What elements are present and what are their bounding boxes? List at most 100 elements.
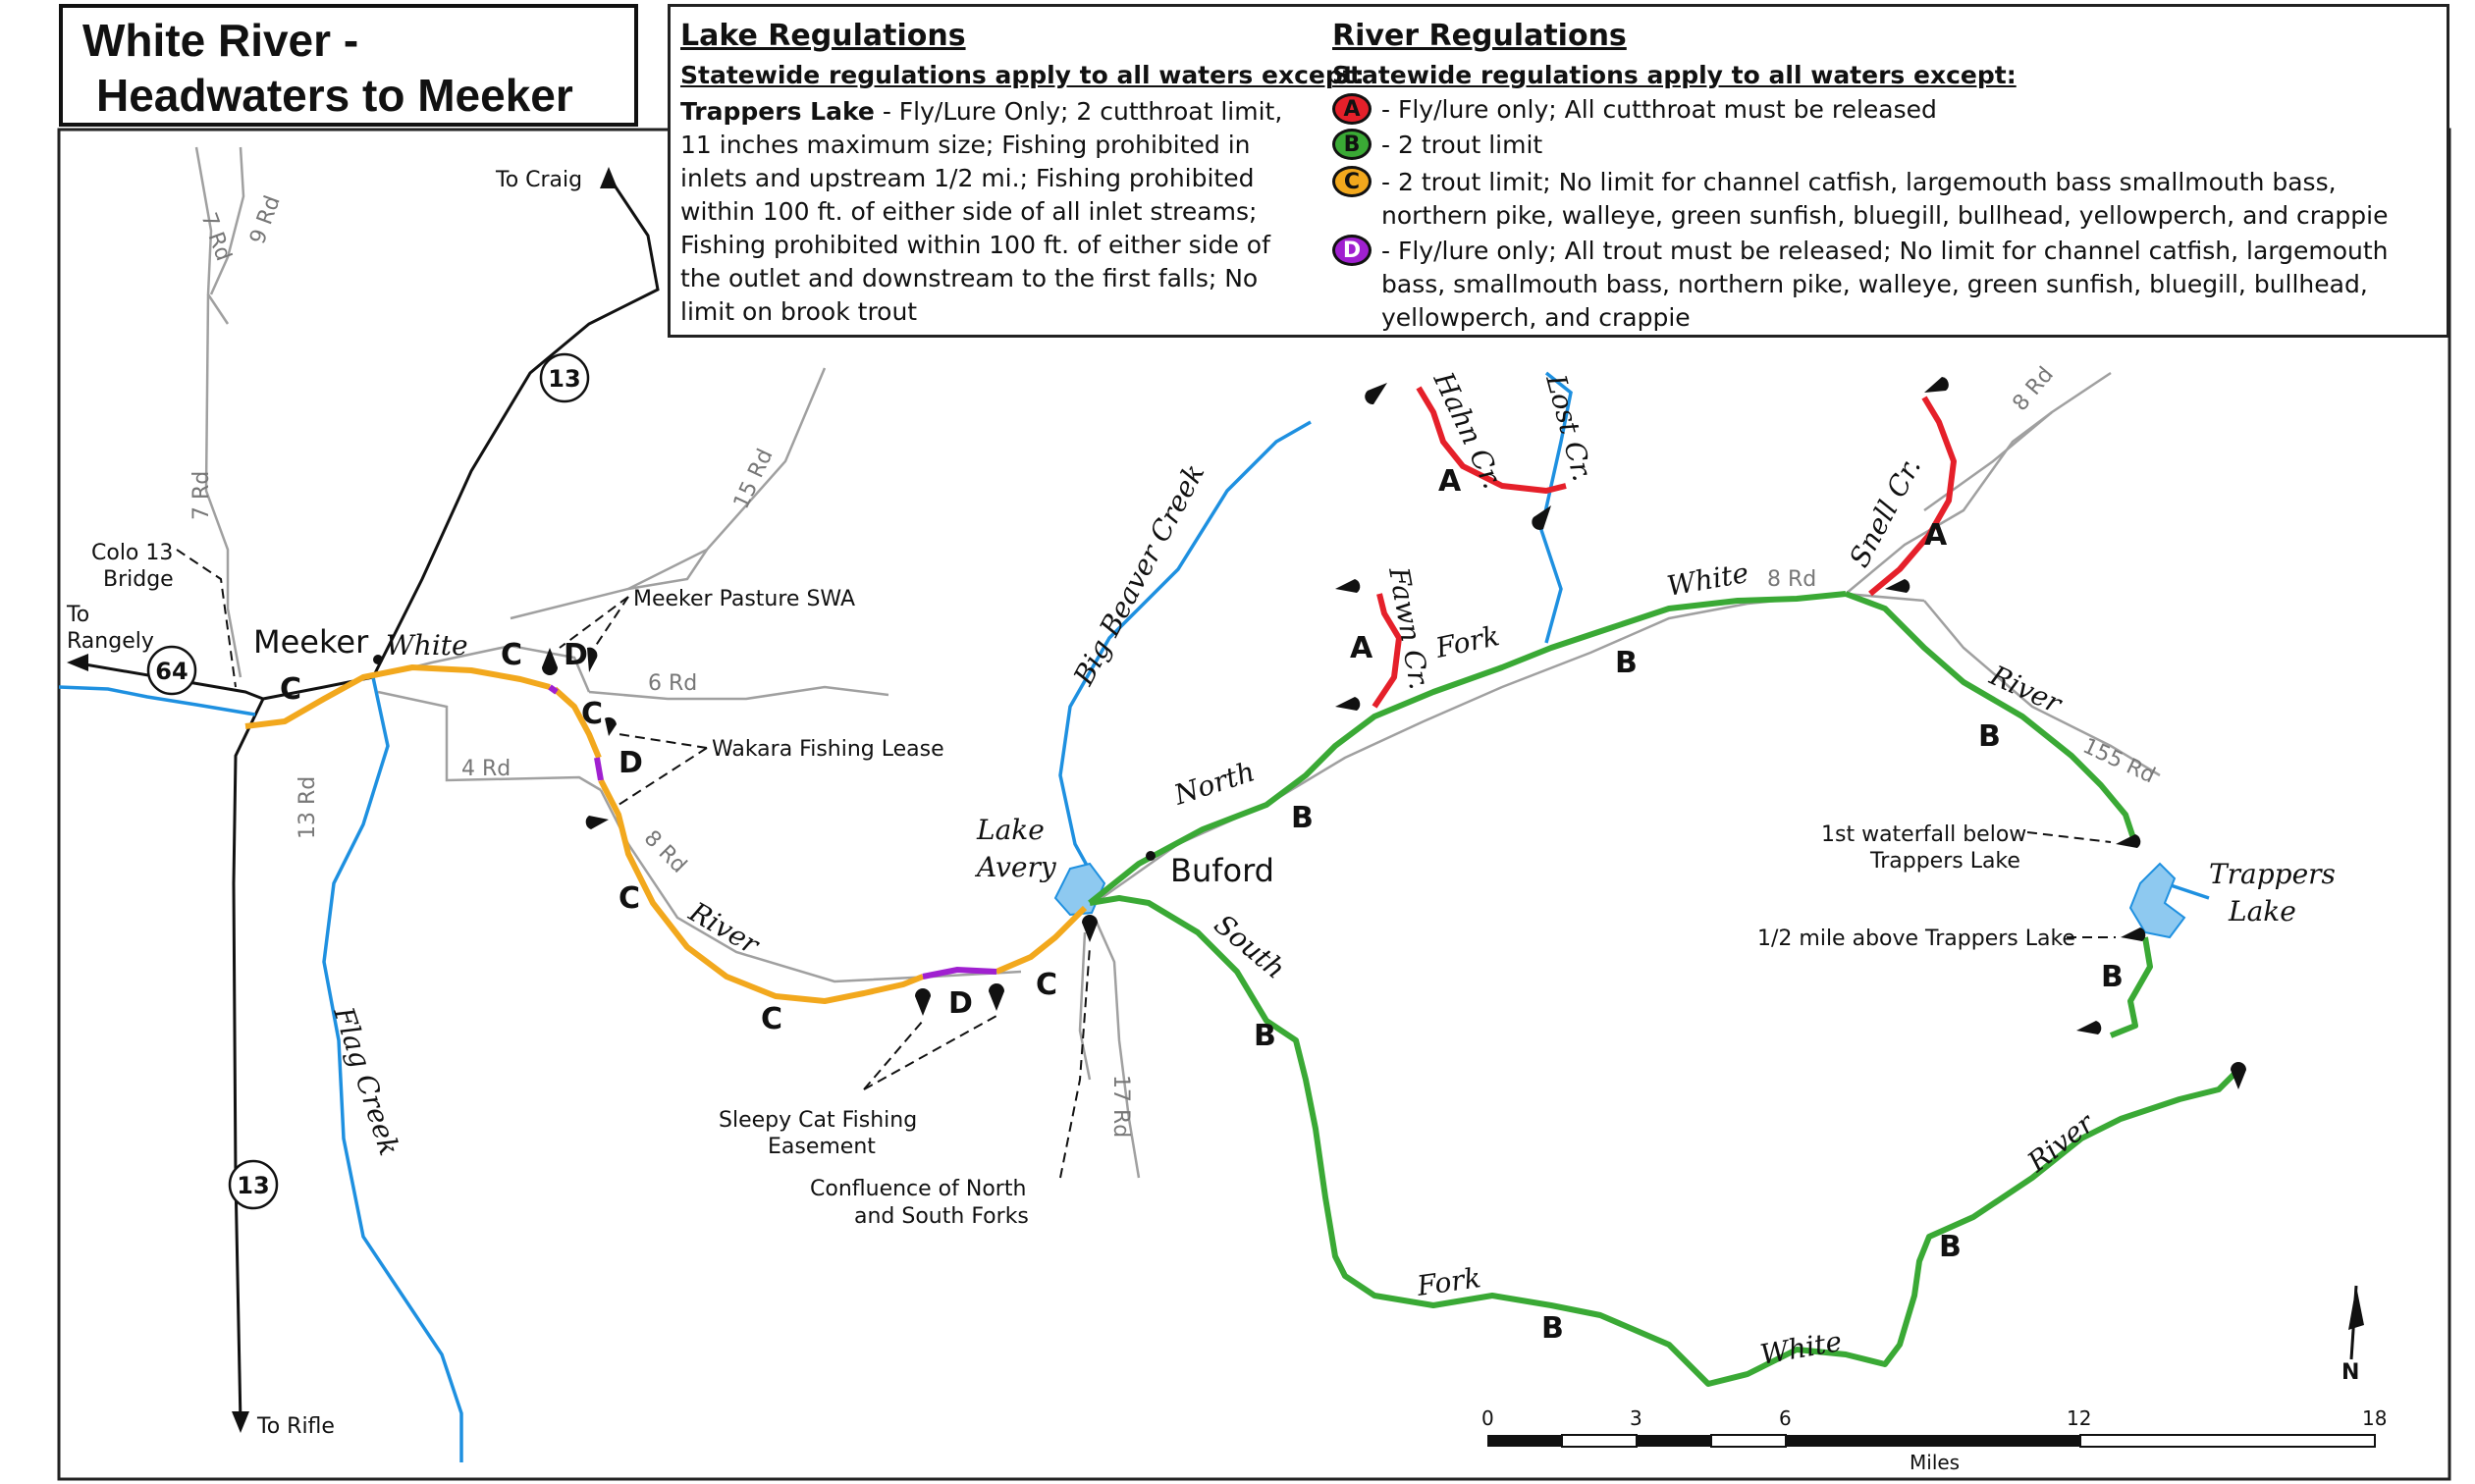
zone-letter-c: C bbox=[1036, 968, 1057, 1002]
highway-13-shield-icon bbox=[539, 352, 590, 403]
zone-d-sleepy-cat bbox=[922, 966, 997, 980]
zone-b-north-fork bbox=[1088, 591, 1847, 906]
road-8rd-lower bbox=[599, 789, 1022, 983]
callout-colo13-2: Bridge bbox=[103, 567, 174, 592]
road-label-8rd-b: 8 Rd bbox=[1767, 567, 1816, 592]
label-white-west: White bbox=[386, 629, 468, 662]
leader-sleepy-1 bbox=[863, 1020, 924, 1090]
pin-marker bbox=[1082, 915, 1098, 942]
callout-waterfall-2: Trappers Lake bbox=[1869, 849, 2020, 874]
road-17rd bbox=[1093, 917, 1141, 1179]
pin-marker bbox=[542, 648, 558, 675]
pin-marker bbox=[2121, 928, 2146, 941]
scale-bar: 0 3 6 12 18 Miles bbox=[1481, 1406, 2387, 1474]
trappers-lake-name: Trappers Lake bbox=[680, 97, 875, 126]
legend-text-c: - 2 trout limit; No limit for channel ca… bbox=[1381, 168, 2389, 230]
highway-13-label: 13 bbox=[548, 365, 580, 393]
road-label-9rd: 9 Rd bbox=[245, 192, 286, 247]
pin-marker bbox=[1335, 579, 1361, 593]
label-to-rangely-1: To bbox=[66, 603, 89, 627]
label-to-rifle: To Rifle bbox=[256, 1414, 335, 1439]
leader-sleepy-2 bbox=[863, 1015, 997, 1090]
zone-b-south-fork bbox=[1089, 895, 2241, 1387]
legend-badge-a: A bbox=[1332, 93, 1372, 125]
legend-text-d: - Fly/lure only; All trout must be relea… bbox=[1381, 237, 2389, 332]
highway-13-south-shield-icon bbox=[228, 1159, 279, 1210]
callout-sleepy-2: Easement bbox=[768, 1135, 876, 1159]
callout-texts: Colo 13 Bridge Meeker Pasture SWA Wakara… bbox=[91, 541, 2075, 1229]
zone-c-river bbox=[598, 778, 925, 1004]
north-arrow-icon: N bbox=[2341, 1285, 2364, 1385]
pin-marker bbox=[2116, 834, 2141, 848]
lake-regulations-text: Trappers Lake - Fly/Lure Only; 2 cutthro… bbox=[680, 95, 1318, 329]
leader-waterfall bbox=[2026, 831, 2112, 843]
label-white-north: White bbox=[1664, 556, 1750, 603]
road-label-13rd: 13 Rd bbox=[296, 776, 320, 839]
zone-letter-d: D bbox=[564, 638, 588, 672]
label-lost-creek: Lost Cr. bbox=[1539, 370, 1599, 484]
callout-meeker-pasture: Meeker Pasture SWA bbox=[633, 587, 855, 611]
highway-13-south bbox=[232, 698, 265, 1424]
zone-c-middle bbox=[552, 686, 602, 760]
callout-waterfall-1: 1st waterfall below bbox=[1821, 822, 2026, 847]
zone-letter-d: D bbox=[948, 986, 973, 1021]
scale-seg bbox=[2079, 1434, 2376, 1448]
title-line-2: Headwaters to Meeker bbox=[96, 70, 573, 121]
north-label: N bbox=[2341, 1360, 2359, 1385]
leader-colo13 bbox=[176, 549, 237, 688]
legend-row-b: B - 2 trout limit bbox=[1332, 129, 1542, 162]
label-to-rangely-2: Rangely bbox=[67, 629, 154, 654]
road-9rd bbox=[209, 146, 245, 295]
leader-meeker-pasture-1 bbox=[559, 596, 629, 649]
road-label-6rd: 6 Rd bbox=[648, 671, 697, 696]
legend-text-a: - Fly/lure only; All cutthroat must be r… bbox=[1381, 95, 1937, 124]
highway-13-south-label: 13 bbox=[237, 1172, 269, 1199]
zone-letter-b: B bbox=[1615, 646, 1638, 680]
pin-marker bbox=[1532, 505, 1551, 530]
scale-tick-0: 0 bbox=[1481, 1406, 1494, 1430]
road-155rd bbox=[1923, 600, 2161, 777]
scale-unit: Miles bbox=[1910, 1451, 1960, 1474]
zone-d-segments bbox=[548, 684, 997, 980]
meeker-dot bbox=[373, 655, 383, 664]
road-8rd-upper bbox=[1845, 411, 2053, 595]
zone-letter-d: D bbox=[619, 746, 643, 780]
zone-c-meeker bbox=[244, 664, 551, 729]
flag-creek bbox=[322, 676, 463, 1462]
buford-dot bbox=[1146, 851, 1156, 861]
pin-marker bbox=[1924, 377, 1949, 393]
label-river-south: River bbox=[2020, 1106, 2101, 1179]
pin-marker bbox=[1335, 697, 1361, 711]
title-box: White River - Headwaters to Meeker bbox=[59, 4, 638, 127]
big-beaver-creek bbox=[1058, 420, 1312, 889]
callout-half-mile: 1/2 mile above Trappers Lake bbox=[1757, 927, 2075, 951]
zone-letter-c: C bbox=[280, 672, 301, 707]
river-regulations-heading: River Regulations bbox=[1332, 19, 1627, 53]
legend-text-b: - 2 trout limit bbox=[1381, 131, 1543, 159]
lake-reg-line: the outlet and downstream to the first f… bbox=[680, 264, 1259, 292]
road-label-7rd-b: 7 Rd bbox=[189, 471, 214, 520]
scale-seg bbox=[1561, 1434, 1638, 1448]
legend-badge-c: C bbox=[1332, 166, 1372, 197]
callout-confluence-1: Confluence of North bbox=[810, 1177, 1026, 1201]
pin-marker bbox=[989, 983, 1004, 1011]
road-15rd bbox=[510, 367, 827, 620]
zone-letter-c: C bbox=[761, 1002, 782, 1036]
road-7rd-north bbox=[194, 146, 230, 325]
zone-letter-b: B bbox=[1541, 1311, 1564, 1346]
callout-colo13-1: Colo 13 bbox=[91, 541, 173, 565]
label-south: South bbox=[1209, 908, 1292, 985]
label-lake-avery-2: Avery bbox=[974, 851, 1057, 883]
zone-letter-b: B bbox=[1254, 1019, 1276, 1053]
zone-d-wakara bbox=[594, 757, 604, 781]
road-8rd-upper-east bbox=[1923, 371, 2112, 512]
leader-wakara-2 bbox=[618, 747, 708, 806]
lake-reg-line: 11 inches maximum size; Fishing prohibit… bbox=[680, 131, 1251, 159]
label-river-north: River bbox=[1984, 659, 2068, 720]
pin-marker bbox=[915, 988, 931, 1016]
lost-creek bbox=[1539, 371, 1573, 644]
scale-tick-6: 6 bbox=[1779, 1406, 1792, 1430]
zone-b-above-lake bbox=[2109, 936, 2153, 1038]
lake-reg-line: limit on brook trout bbox=[680, 297, 918, 326]
road-6rd bbox=[588, 685, 889, 701]
